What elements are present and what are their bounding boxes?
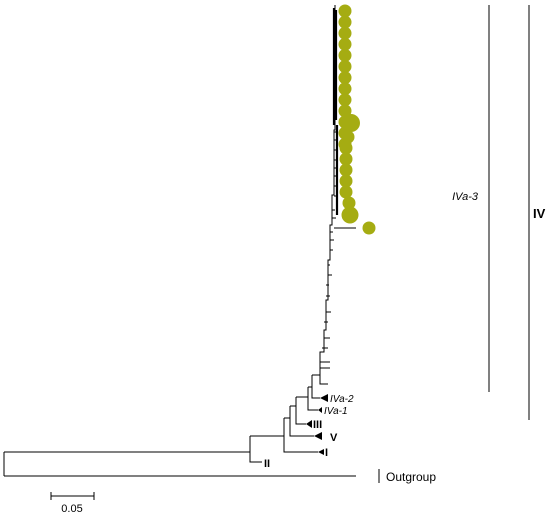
triangle-IVa1 xyxy=(318,407,322,413)
clade-bars xyxy=(378,5,530,483)
branch-I xyxy=(283,418,318,453)
branch-IVa1 xyxy=(307,387,318,411)
clade-label-II: II xyxy=(264,458,270,470)
tip-marker xyxy=(338,15,352,29)
clade-label-IVa2: IVa-2 xyxy=(330,394,354,405)
tip-marker xyxy=(339,152,353,166)
IVa3-backbone xyxy=(319,5,336,375)
tip-marker xyxy=(338,37,352,51)
triangle-IVa2 xyxy=(320,394,328,402)
branch-V xyxy=(289,406,314,437)
clade-label-V: V xyxy=(330,432,338,444)
root-branch xyxy=(3,451,356,477)
tip-marker xyxy=(339,185,353,199)
collapsed-clades xyxy=(306,394,328,455)
tip-marker xyxy=(339,174,353,188)
triangle-III xyxy=(306,420,312,428)
tip-marker xyxy=(339,163,353,177)
tip-marker xyxy=(338,104,352,118)
branch-II xyxy=(249,436,262,463)
triangle-I xyxy=(318,449,324,455)
highlighted-tip-markers xyxy=(338,4,376,235)
tip-marker xyxy=(338,48,352,62)
tip-marker xyxy=(338,71,352,85)
tip-marker xyxy=(341,206,359,224)
tip-marker xyxy=(338,82,352,96)
clade-label-III: III xyxy=(313,419,322,431)
tip-marker xyxy=(341,130,355,144)
tip-marker xyxy=(362,221,376,235)
triangle-V xyxy=(314,432,322,440)
clade-label-I: I xyxy=(325,447,328,459)
tip-marker xyxy=(339,141,353,155)
branch-III xyxy=(295,397,306,425)
outgroup-label: Outgroup xyxy=(386,470,436,484)
scale-bar-label: 0.05 xyxy=(61,503,82,515)
tip-marker xyxy=(342,196,356,210)
IVa3-terminal-tips xyxy=(332,8,339,215)
tip-marker xyxy=(338,93,352,107)
tip-marker xyxy=(338,60,352,73)
tree-branches xyxy=(3,5,356,477)
clade-label-IVa1: IVa-1 xyxy=(324,406,348,417)
tip-marker xyxy=(338,26,352,40)
scale-bar xyxy=(50,492,95,500)
tip-marker xyxy=(342,114,360,132)
tip-marker xyxy=(338,4,352,18)
branch-IVa2 xyxy=(311,375,320,399)
clade-label-IV: IV xyxy=(533,206,546,221)
clade-label-IVa3: IVa-3 xyxy=(452,191,479,203)
